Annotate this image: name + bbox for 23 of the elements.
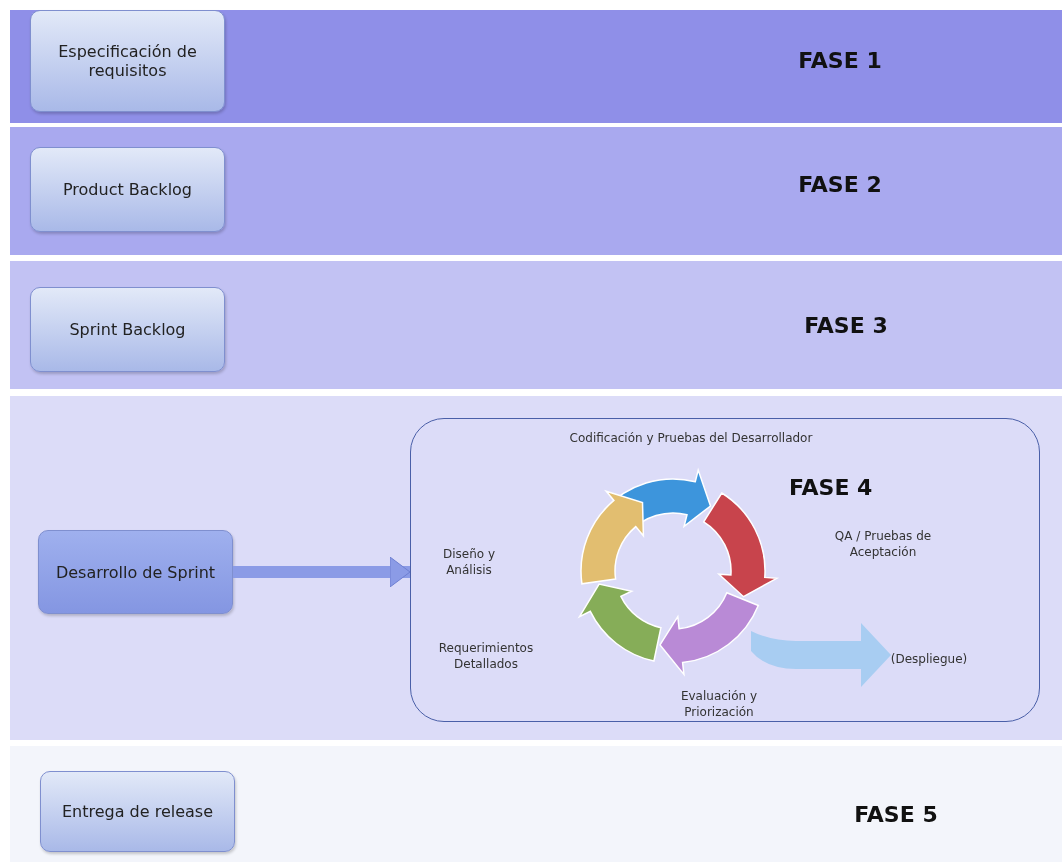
phase-label: FASE 1 <box>798 47 882 73</box>
process-box: Entrega de release <box>40 771 235 852</box>
phase-band <box>10 746 1062 862</box>
phase-band <box>10 396 1062 740</box>
phase-band <box>10 127 1062 255</box>
phase-label: FASE 2 <box>798 171 882 197</box>
stage-label: Codificación y Pruebas del Desarrollador <box>568 431 814 447</box>
cycle-panel <box>410 418 1040 722</box>
phase-label: FASE 4 <box>789 475 873 500</box>
process-box: Desarrollo de Sprint <box>38 530 233 614</box>
stage-label: Diseño y Análisis <box>441 547 497 579</box>
phase-band <box>10 261 1062 389</box>
stage-label: Requerimientos Detallados <box>437 641 535 673</box>
process-box: Especificación de requisitos <box>30 10 225 112</box>
stage-label: (Despliegue) <box>889 652 969 668</box>
process-box: Product Backlog <box>30 147 225 232</box>
stage-label: QA / Pruebas de Aceptación <box>833 529 933 561</box>
phase-band <box>10 10 1062 123</box>
phase-label: FASE 5 <box>854 801 938 827</box>
stage-label: Evaluación y Priorización <box>679 689 759 721</box>
process-box: Sprint Backlog <box>30 287 225 372</box>
arrow <box>233 556 411 588</box>
phase-label: FASE 3 <box>804 312 888 338</box>
